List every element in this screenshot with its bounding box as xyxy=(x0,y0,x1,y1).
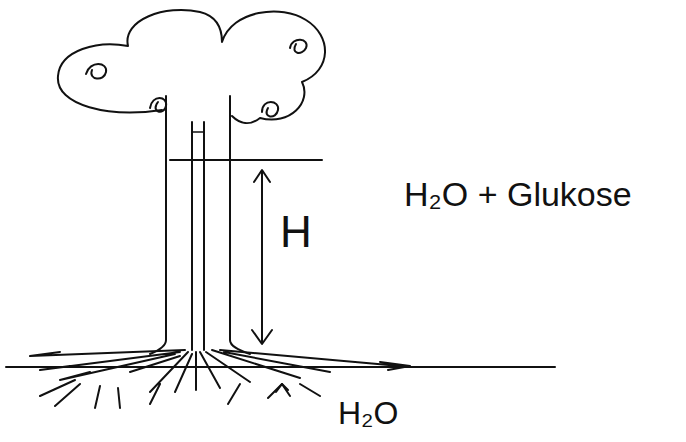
water-label: H₂O xyxy=(338,396,398,431)
dimension-label: H xyxy=(280,208,312,256)
xylem xyxy=(192,131,204,133)
trunk xyxy=(230,96,250,354)
height-arrow xyxy=(252,170,272,344)
process-label: H₂O + Glukose xyxy=(404,176,632,213)
height-line xyxy=(170,159,322,161)
tree-crown xyxy=(58,10,325,123)
trunk xyxy=(150,96,166,354)
crown-curl xyxy=(290,40,307,53)
crown-curl xyxy=(150,98,166,112)
water-arrow xyxy=(276,384,288,392)
ground-line xyxy=(6,366,555,368)
xylem xyxy=(192,122,204,350)
crown-curl xyxy=(86,64,106,79)
crown-curl xyxy=(262,102,278,117)
